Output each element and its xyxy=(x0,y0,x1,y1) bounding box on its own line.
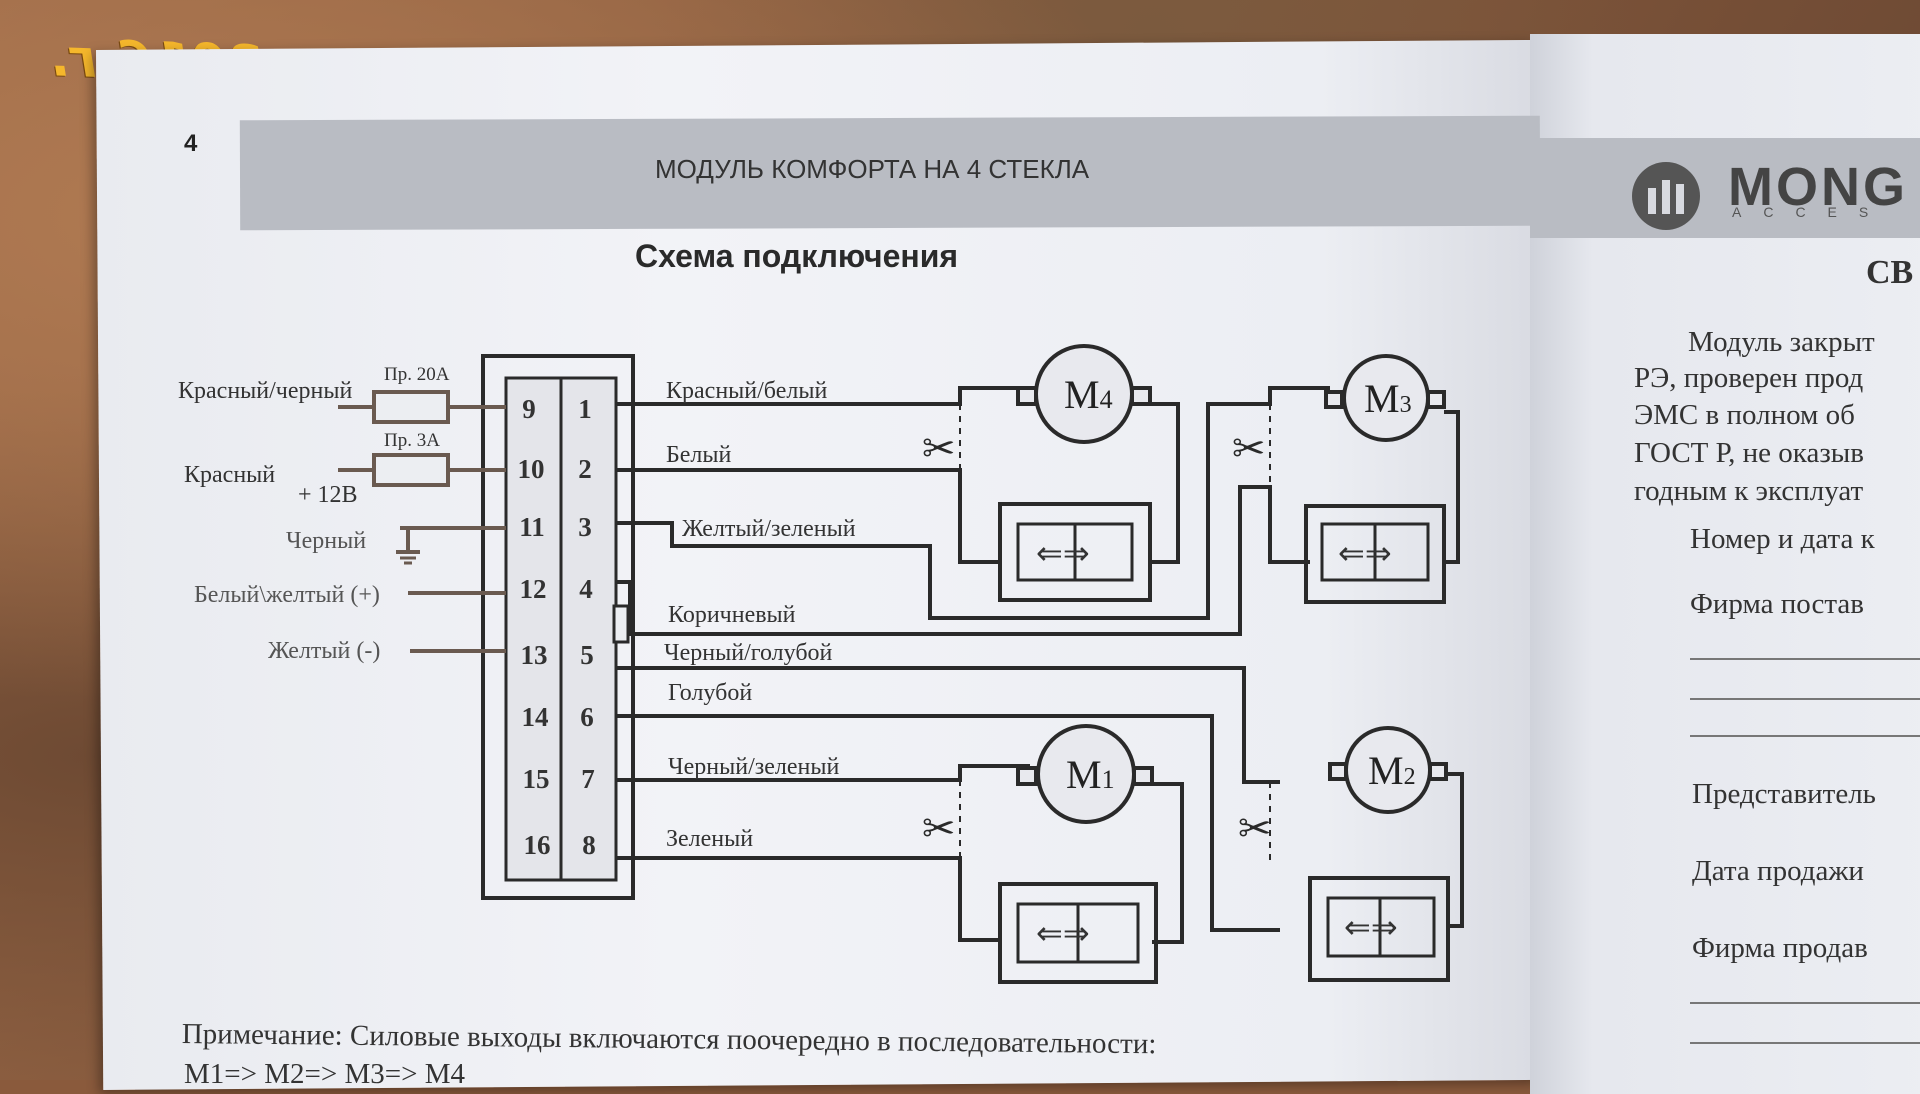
brand-subtitle: ACCES xyxy=(1732,204,1891,220)
section-title: Схема подключения xyxy=(635,238,959,274)
output-wire-label: Красный/белый xyxy=(666,378,827,404)
input-wire-label: Красный xyxy=(184,462,275,488)
form-line xyxy=(1690,735,1920,737)
form-line xyxy=(1690,658,1920,660)
pin-number: 11 xyxy=(519,512,545,542)
right-page-line: Фирма постав xyxy=(1690,588,1864,620)
switch-arrows-icon: ⇐⇒ xyxy=(1344,908,1398,946)
input-wire-label: Желтый (-) xyxy=(268,638,380,664)
connector-housing xyxy=(481,354,635,900)
switch-m4 xyxy=(998,502,1152,602)
fuse-label: Пр. 20А xyxy=(384,364,450,385)
motor-m1-label: M1 xyxy=(1066,752,1115,797)
pin-number: 16 xyxy=(524,830,551,860)
pin-number: 5 xyxy=(580,640,594,670)
pin-number: 15 xyxy=(523,764,550,794)
switch-m1 xyxy=(998,882,1158,984)
pin-number: 4 xyxy=(579,574,593,604)
output-wire-label: Желтый/зеленый xyxy=(682,516,856,542)
pin-number: 7 xyxy=(581,764,595,794)
output-wire-label: Черный/голубой xyxy=(664,640,833,666)
input-wire-label: Черный xyxy=(286,528,366,554)
output-wire-label: Коричневый xyxy=(668,602,796,628)
pin-number: 13 xyxy=(521,640,548,670)
input-wire-label: Красный/черный xyxy=(178,378,352,404)
switch-m2 xyxy=(1308,876,1450,982)
pin-number: 3 xyxy=(578,512,592,542)
output-wire-label: Зеленый xyxy=(666,826,753,852)
input-wire-label: Белый\желтый (+) xyxy=(194,582,380,608)
pin-number: 10 xyxy=(518,454,545,484)
output-wire-label: Белый xyxy=(666,442,732,468)
right-page-line: Фирма продав xyxy=(1692,932,1868,964)
pin-number: 14 xyxy=(522,702,549,732)
pin-number: 8 xyxy=(582,830,596,860)
motor-m2-label: M2 xyxy=(1368,748,1416,793)
brand-logo-icon xyxy=(1632,162,1700,230)
scissors-icon: ✂ xyxy=(922,426,956,472)
right-page-line: ЭМС в полном об xyxy=(1634,399,1855,431)
output-wire-label: Черный/зеленый xyxy=(668,754,839,780)
page-number: 4 xyxy=(184,130,198,157)
switch-arrows-icon: ⇐⇒ xyxy=(1036,914,1090,952)
voltage-label: + 12В xyxy=(298,482,358,508)
right-page-heading: СВ xyxy=(1866,254,1914,291)
motor-m3-label: M3 xyxy=(1364,376,1412,421)
switch-arrows-icon: ⇐⇒ xyxy=(1036,534,1090,572)
pin-number: 12 xyxy=(520,574,547,604)
form-line xyxy=(1690,1002,1920,1004)
fuse-20a xyxy=(372,390,450,424)
right-page-line: ГОСТ Р, не оказыв xyxy=(1634,437,1864,469)
right-page-line: Дата продажи xyxy=(1692,855,1864,887)
right-page-line: РЭ, проверен прод xyxy=(1634,362,1864,394)
scissors-icon: ✂ xyxy=(1232,426,1266,472)
switch-m3 xyxy=(1304,504,1446,604)
motor-m4-label: M4 xyxy=(1064,372,1113,417)
right-page-line: Представитель xyxy=(1692,778,1876,810)
brand-name: MONG xyxy=(1728,157,1908,217)
switch-arrows-icon: ⇐⇒ xyxy=(1338,534,1392,572)
fuse-3a xyxy=(372,453,450,487)
scissors-icon: ✂ xyxy=(1238,806,1272,852)
scissors-icon: ✂ xyxy=(922,806,956,852)
header-title: МОДУЛЬ КОМФОРТА НА 4 СТЕКЛА xyxy=(655,154,1090,184)
right-header-band xyxy=(1530,138,1920,238)
note-sequence: M1=> M2=> M3=> M4 xyxy=(184,1058,466,1090)
pin-number: 1 xyxy=(578,394,592,424)
form-line xyxy=(1690,698,1920,700)
pin-number: 9 xyxy=(522,394,536,424)
pin-number: 2 xyxy=(578,454,592,484)
right-page-line: Номер и дата к xyxy=(1690,523,1875,555)
right-page-line: годным к эксплуат xyxy=(1634,475,1864,507)
form-line xyxy=(1690,1042,1920,1044)
pin-number: 6 xyxy=(580,702,594,732)
output-wire-label: Голубой xyxy=(668,680,752,706)
fuse-label: Пр. 3А xyxy=(384,430,440,451)
right-page-line: Модуль закрыт xyxy=(1688,326,1875,358)
